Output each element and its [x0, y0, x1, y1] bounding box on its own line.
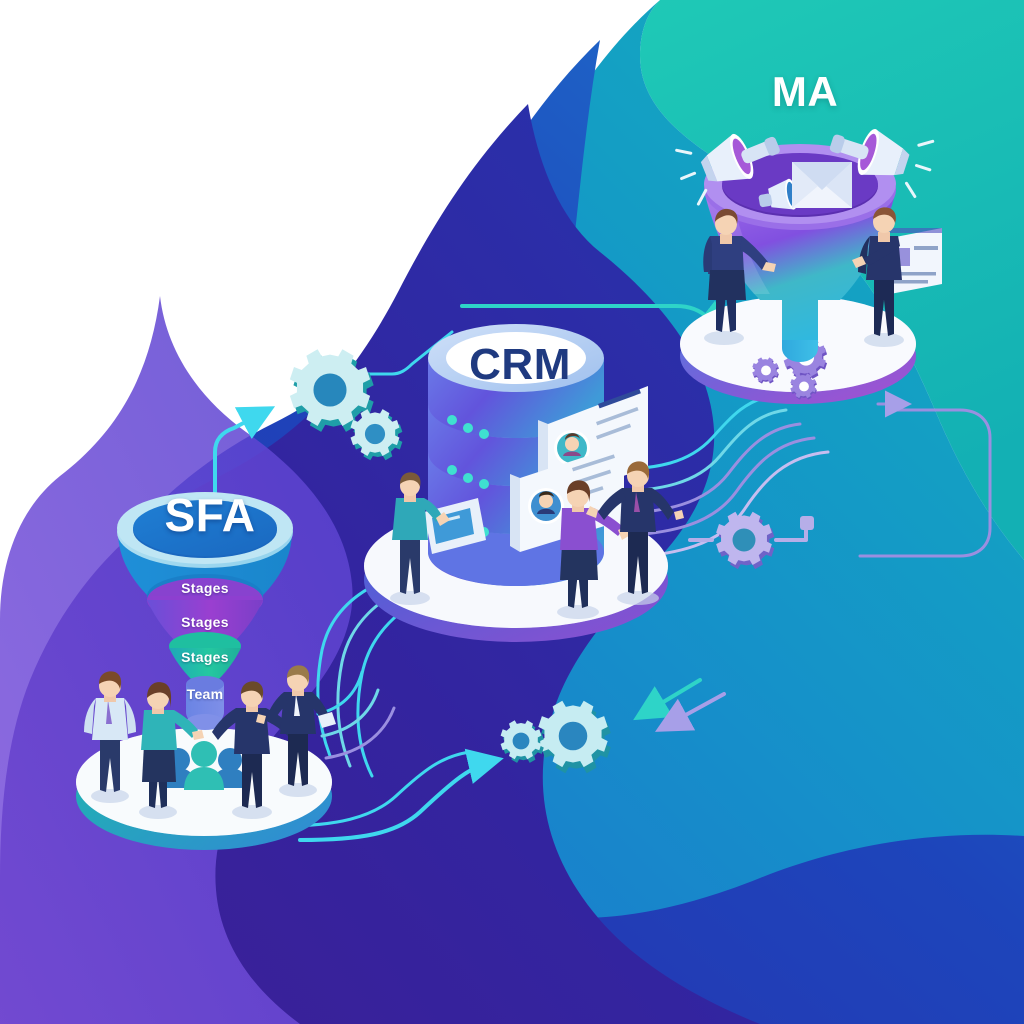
gear-cluster-mid-right [716, 511, 775, 570]
megaphone-icon-left [675, 133, 780, 206]
line-gear-mid-right [774, 526, 808, 542]
sfa-funnel [117, 492, 293, 730]
gear-cluster-bottom [500, 700, 611, 774]
ma-label: MA [771, 68, 839, 115]
sfa-stage-label-3: Stages [181, 649, 229, 665]
bundle-line-4 [598, 436, 816, 538]
person-figure [557, 480, 632, 619]
person-figure [390, 472, 450, 605]
arrow-sfa-to-gears [213, 406, 276, 502]
gear-hole-5 [512, 732, 530, 750]
person-figure [139, 682, 204, 819]
line-sfa-tail-3 [324, 706, 396, 760]
crm-label: CRM [469, 340, 571, 389]
sfa-stage-label-2: Stages [181, 614, 229, 630]
line-gear-to-crm [350, 330, 454, 376]
person-figure [703, 208, 776, 345]
gear-hole-4 [558, 721, 588, 751]
gear-cluster-left [289, 349, 403, 461]
ma-funnel-cone [704, 190, 896, 340]
sfa-stage-label-1: Stages [181, 580, 229, 596]
team-group-icon [160, 741, 248, 790]
line-sfa-bottom-2 [280, 750, 472, 828]
arrow-to-bottom-gears-teal [633, 678, 702, 721]
person-figure [256, 665, 336, 797]
node-square-right [800, 516, 814, 530]
line-ma-loop [858, 408, 992, 558]
sfa-label: SFA [164, 489, 256, 541]
arrow-to-bottom-gears-violet [654, 692, 726, 732]
sfa-team-label: Team [186, 686, 224, 702]
person-figure [586, 461, 684, 605]
person-figure [84, 671, 136, 803]
arrow-sfa-to-bottom-gears [298, 748, 504, 842]
gear-hole-3 [732, 528, 756, 552]
person-figure [852, 207, 904, 347]
gear-hole-2 [364, 423, 386, 445]
envelope-icon [792, 162, 852, 208]
megaphone-icon-right [829, 128, 935, 199]
line-sfa-tail-2 [320, 688, 380, 738]
